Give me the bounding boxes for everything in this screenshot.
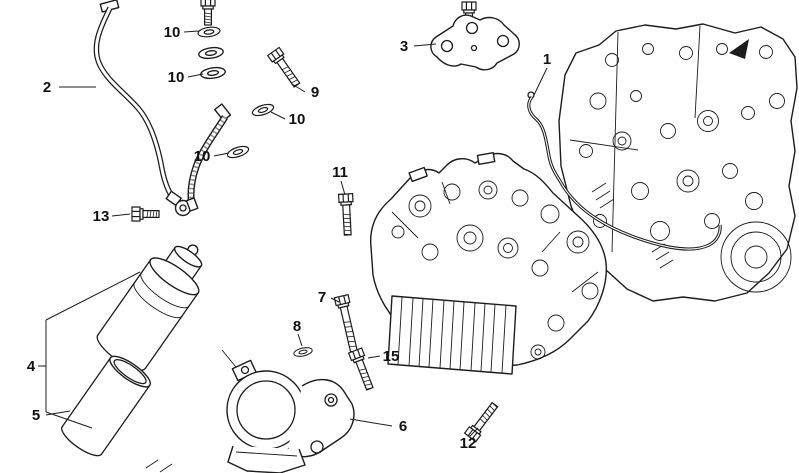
callout-10c-label: 10	[289, 111, 306, 128]
direction-marker-icon	[729, 39, 749, 59]
pressure-pipe-drawing	[93, 0, 192, 217]
bracket-drawing	[430, 1, 520, 71]
bolt-15-drawing	[347, 347, 377, 392]
clamp-holder-drawing	[145, 349, 355, 473]
callout-10b-label: 10	[168, 69, 185, 86]
bolt-9-drawing	[267, 46, 304, 90]
callout-5-label: 5	[32, 407, 40, 424]
connector-fins-drawing	[387, 295, 517, 375]
washer-drawing	[225, 143, 251, 161]
braided-hose-drawing	[185, 103, 232, 212]
valve-unit-drawing	[370, 151, 607, 375]
callout-2-label: 2	[43, 79, 51, 96]
callout-3-label: 3	[400, 38, 408, 55]
callout-11-label: 11	[332, 164, 348, 181]
callout-15-label: 15	[383, 348, 400, 365]
callout-4-label: 4	[27, 358, 36, 375]
callout-9-label: 9	[311, 84, 319, 101]
callout-6-label: 6	[399, 418, 407, 435]
bolt-11-drawing	[337, 193, 356, 236]
callout-8-label: 8	[293, 318, 301, 335]
bolt-13-drawing	[131, 206, 160, 222]
washer-drawing	[250, 101, 276, 119]
callout-12-label: 12	[460, 435, 477, 452]
profile-gasket-drawing	[527, 91, 722, 251]
bolt-7-drawing	[333, 294, 362, 356]
stud-bolt-drawing	[200, 0, 216, 26]
callout-7-label: 7	[318, 289, 326, 306]
filter-sleeve-drawing	[61, 355, 151, 457]
washer-drawing	[197, 45, 225, 61]
callout-10d-label: 10	[194, 148, 211, 165]
filter-canister-drawing	[96, 244, 203, 371]
washer-drawing	[199, 65, 227, 81]
callout-1-label: 1	[543, 51, 551, 68]
callout-13-label: 13	[93, 208, 110, 225]
washer-drawing	[196, 25, 222, 39]
leader-lines	[38, 30, 548, 438]
washer-8-drawing	[292, 345, 314, 359]
callout-10a-label: 10	[164, 24, 181, 41]
